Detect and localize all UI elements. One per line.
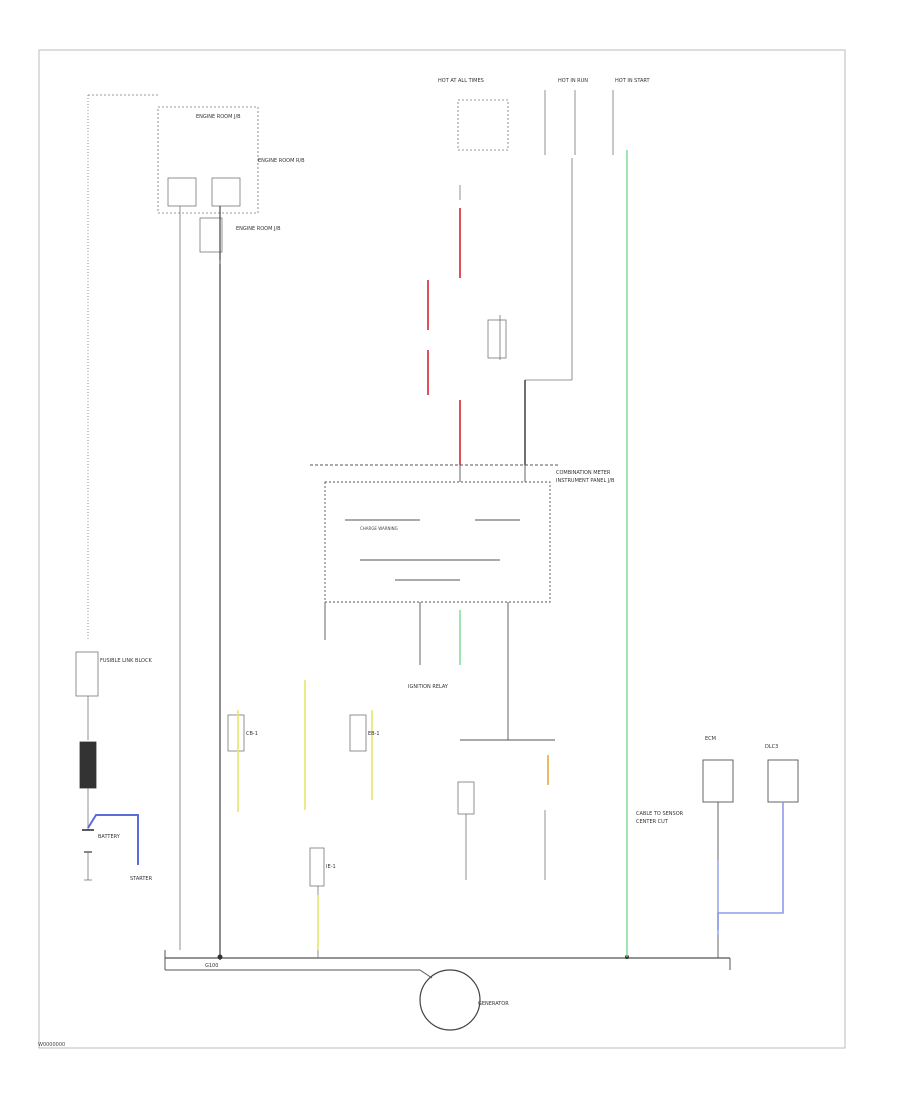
charge-warning-label: CHARGE WARNING: [360, 526, 398, 531]
combination-meter-box: [310, 464, 560, 741]
red-wire-segments: [427, 208, 461, 465]
ground-label: G100: [205, 963, 218, 969]
relay-label-1: ENGINE ROOM J/B: [196, 114, 241, 120]
relay-label-2: ENGINE ROOM R/B: [258, 158, 305, 164]
diagram-frame: [38, 49, 846, 1049]
cable-sensor-label: CABLE TO SENSOR: [636, 811, 684, 817]
figure-code: W0000000: [38, 1042, 66, 1048]
ignition-relay-label: IGNITION RELAY: [408, 684, 449, 690]
blue-signal-wire: [717, 802, 784, 930]
starter-label: STARTER: [130, 876, 153, 882]
middle-components: [227, 714, 546, 958]
top-connector-label-2: HOT IN RUN: [558, 78, 588, 84]
yellow-wire-segments: [237, 680, 373, 950]
fuse-label: ENGINE ROOM J/B: [236, 226, 281, 232]
battery-label: BATTERY: [98, 834, 121, 840]
top-connectors: [457, 90, 614, 465]
ground-bus: [164, 950, 731, 979]
starter-wire: [87, 814, 139, 865]
eb1-label: EB-1: [368, 731, 380, 737]
combination-meter-label: COMBINATION METER: [556, 470, 611, 476]
top-connector-label-1: HOT AT ALL TIMES: [438, 78, 484, 84]
center-cut-label: CENTER CUT: [636, 819, 669, 825]
fusible-link-label: FUSIBLE LINK BLOCK: [100, 658, 152, 664]
top-connector-label-3: HOT IN START: [615, 78, 651, 84]
dlc-label: DLC3: [765, 744, 778, 750]
generator-symbol: [419, 969, 481, 1031]
left-power-circuit: [75, 94, 259, 960]
cb1-label: CB-1: [246, 731, 258, 737]
generator-label: GENERATOR: [478, 1001, 509, 1007]
instrument-jb-label: INSTRUMENT PANEL J/B: [556, 478, 615, 484]
ie1-label: IE-1: [326, 864, 336, 870]
ecm-label: ECM: [705, 736, 716, 742]
